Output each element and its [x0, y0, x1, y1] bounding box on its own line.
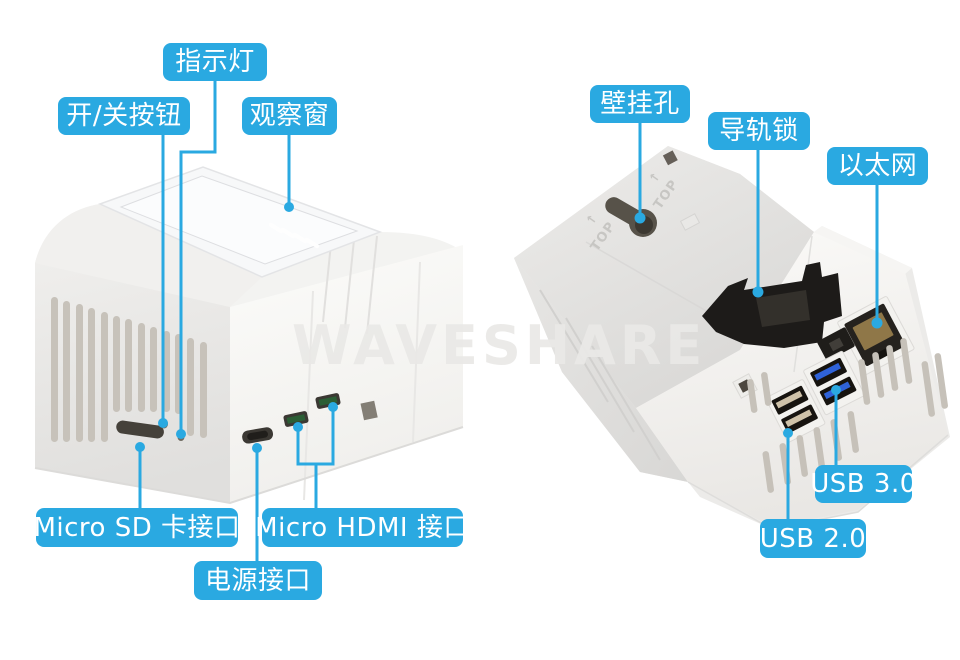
- label-power-port: 电源接口: [194, 561, 322, 600]
- dot-micro-hdmi-2: [328, 402, 338, 412]
- accordion-side: [514, 258, 688, 482]
- dot-observation-window: [284, 202, 294, 212]
- dot-usb3: [831, 385, 841, 395]
- right-device-illustration: ↑ TOP ↑ TOP: [514, 146, 950, 530]
- label-micro-sd: Micro SD 卡接口: [33, 508, 240, 547]
- label-rail-lock: 导轨锁: [708, 112, 810, 150]
- back-plate: [514, 146, 814, 408]
- case-front-shoulder: [35, 204, 262, 307]
- dot-power-port: [252, 443, 262, 453]
- case-right-face: [230, 245, 463, 503]
- label-ethernet: 以太网: [827, 147, 928, 185]
- top-edge-strip: [814, 226, 912, 274]
- case-bottom-edge: [34, 426, 464, 505]
- corner-screw-hole: [662, 150, 678, 166]
- accordion-ridges: [539, 289, 661, 461]
- label-power-button: 开/关按钮: [58, 97, 190, 135]
- micro-hdmi-port-1: [283, 411, 309, 427]
- dot-micro-hdmi-1: [293, 422, 303, 432]
- label-wall-mount-hole: 壁挂孔: [590, 85, 690, 123]
- label-usb3: USB 3.0: [810, 465, 916, 503]
- label-micro-hdmi: Micro HDMI 接口: [255, 508, 469, 547]
- label-indicator-light: 指示灯: [163, 43, 267, 81]
- waveshare-watermark: WAVESHARE: [292, 314, 707, 377]
- usb3-ports: [803, 350, 865, 416]
- dot-indicator-light: [176, 429, 186, 439]
- vent-slots: [51, 297, 207, 442]
- dot-micro-sd: [135, 442, 145, 452]
- dot-wall-mount: [634, 212, 646, 224]
- edge-notch-tab: [679, 213, 701, 231]
- usb-c-power-port: [242, 427, 274, 444]
- dot-usb2: [783, 428, 793, 438]
- din-rail-lock-clip: [702, 262, 842, 348]
- dot-power-button: [158, 418, 168, 428]
- rail-foot-notch: [360, 400, 378, 421]
- usb2-ports: [765, 379, 826, 443]
- dot-ethernet: [871, 317, 883, 329]
- label-observation-window: 观察窗: [242, 97, 337, 135]
- label-usb2: USB 2.0: [760, 519, 866, 558]
- leader-lines: [135, 80, 883, 561]
- micro-sd-slot: [116, 420, 164, 439]
- leader-indicator-light: [179, 80, 217, 430]
- dot-rail-lock: [752, 286, 764, 298]
- usb-port-cap: [817, 327, 855, 361]
